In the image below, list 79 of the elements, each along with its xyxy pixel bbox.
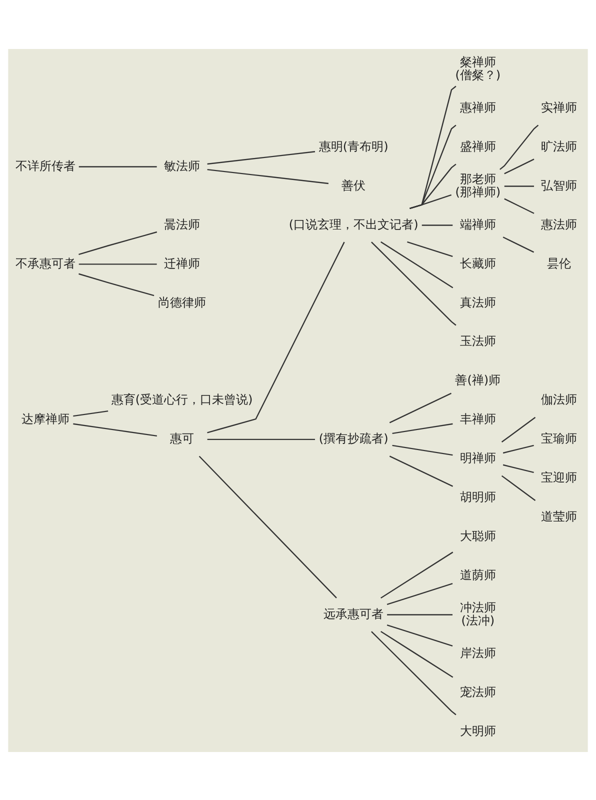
node-text: 实禅师	[541, 100, 578, 114]
connector	[501, 474, 536, 500]
node-text: 伽法师	[541, 392, 578, 406]
node-text: 旷法师	[541, 138, 578, 153]
node-text: 盛禅师	[460, 138, 496, 153]
node-text: 弘智师	[541, 178, 578, 192]
node-text: 真法师	[460, 294, 496, 309]
connector	[504, 198, 534, 214]
connector	[380, 630, 454, 678]
connector	[502, 444, 534, 454]
connector	[198, 455, 337, 598]
connector	[386, 624, 453, 646]
node-text: 端禅师	[460, 216, 496, 231]
node-text: 善伏	[342, 178, 366, 192]
node-text: 善(禅)师	[455, 372, 501, 387]
node-text: 惠可	[170, 431, 194, 446]
node-text: 惠明(青布明)	[318, 138, 388, 153]
connector	[386, 582, 453, 604]
connector	[422, 224, 453, 226]
connector	[73, 422, 158, 436]
node-text: 冲法师 (法冲)	[460, 600, 496, 627]
connector	[78, 263, 157, 264]
connector	[389, 392, 452, 423]
node-text: 不详所传者	[15, 158, 76, 172]
node-text: 尚德律师	[158, 294, 206, 309]
connector	[410, 85, 456, 209]
connector	[410, 194, 452, 209]
node-text: 敏法师	[164, 158, 200, 172]
connector	[500, 124, 539, 170]
connector	[392, 444, 453, 456]
node-text: 不承惠可者	[15, 256, 76, 270]
node-text: (口说玄理，不出文记者)	[288, 216, 418, 231]
connector	[207, 438, 315, 440]
node-text: 宝瑜师	[541, 431, 578, 446]
node-text: 明禅师	[460, 450, 496, 465]
node-text: 岸法师	[460, 645, 496, 660]
node-text: 道莹师	[541, 509, 578, 524]
node-text: 昙伦	[547, 256, 572, 270]
connector	[389, 455, 454, 486]
node-text: 大明师	[460, 723, 496, 738]
node-text: 惠育(受道心行，口未曾说)	[111, 392, 253, 406]
node-text: 胡明师	[460, 490, 496, 504]
connector	[392, 422, 453, 434]
node-text: 宝迎师	[541, 470, 578, 484]
connector	[371, 241, 456, 326]
node-text: 达摩禅师	[21, 412, 70, 426]
node-text: 宠法师	[460, 684, 496, 698]
connector	[407, 240, 453, 256]
connector	[73, 410, 108, 416]
node-text: 大聪师	[460, 528, 496, 542]
connector	[207, 168, 329, 184]
node-text: 丰禅师	[460, 412, 496, 426]
connector	[501, 416, 536, 442]
node-text: 长藏师	[460, 256, 496, 270]
node-text: 道荫师	[460, 567, 496, 582]
connector	[410, 163, 456, 209]
connector	[78, 166, 157, 167]
connector	[78, 272, 154, 296]
connector	[502, 464, 534, 472]
connector	[207, 241, 345, 433]
connector	[504, 185, 534, 186]
node-text: 惠法师	[541, 216, 578, 231]
connector	[504, 158, 534, 174]
node-text: (撰有抄疏者)	[318, 431, 388, 446]
node-text: 玉法师	[460, 334, 496, 348]
connector	[78, 230, 158, 255]
node-text: 惠禅师	[460, 100, 496, 114]
connector	[380, 551, 454, 598]
node-text: 远承惠可者	[324, 606, 384, 620]
connector	[387, 614, 453, 615]
node-text: 粲禅师 (僧粲？)	[455, 54, 501, 82]
node-text: 迁禅师	[164, 256, 200, 270]
connector	[502, 236, 534, 252]
connector	[410, 124, 456, 209]
connector	[380, 240, 454, 288]
node-text: 暠法师	[164, 216, 200, 231]
node-text: 那老师 (那禅师)	[455, 171, 501, 198]
connector	[371, 630, 456, 715]
connector	[207, 150, 316, 164]
